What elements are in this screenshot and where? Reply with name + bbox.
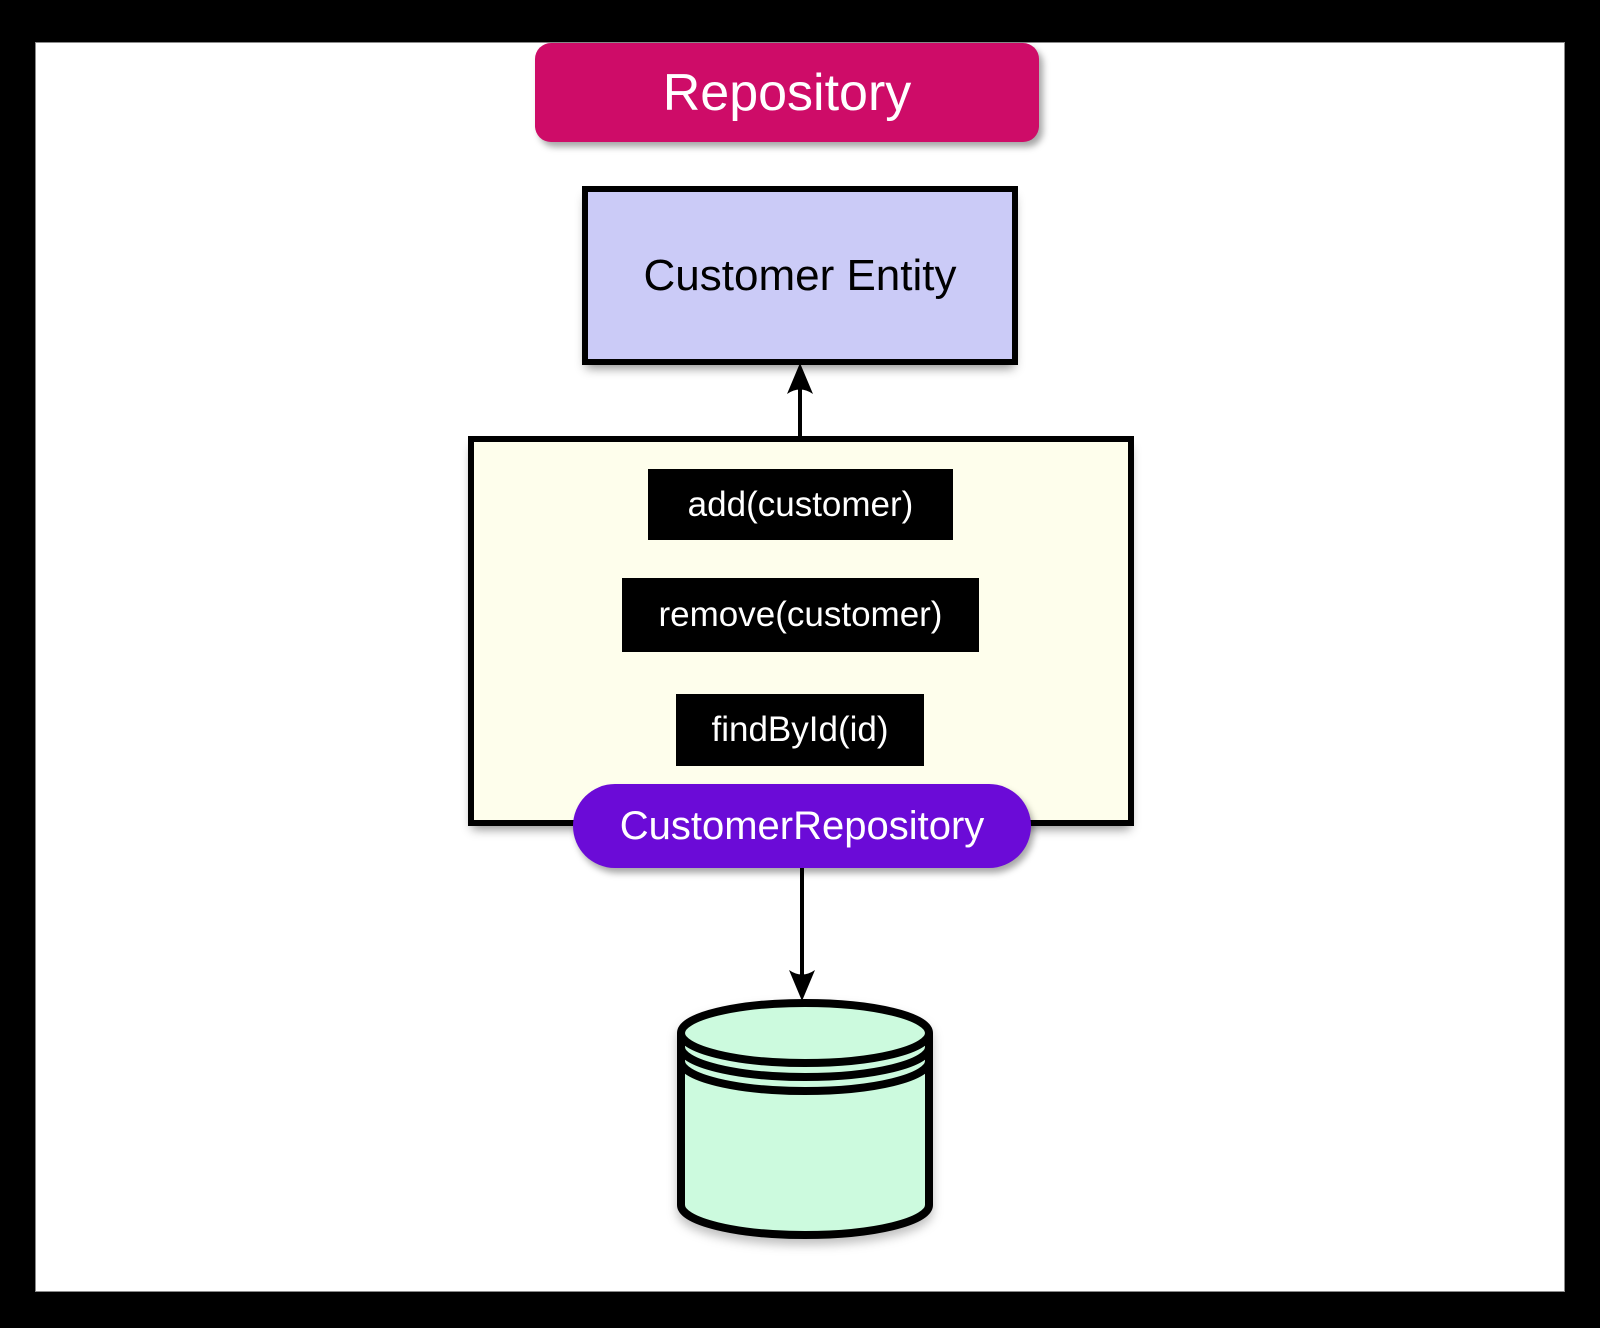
customer-entity-box: Customer Entity <box>582 186 1018 365</box>
customer-entity-label: Customer Entity <box>643 250 957 300</box>
method-findbyid: findById(id) <box>676 694 924 766</box>
database-cylinder-icon <box>677 999 933 1239</box>
customer-repository-badge: CustomerRepository <box>573 784 1031 868</box>
method-add-label: add(customer) <box>687 484 914 524</box>
repository-title-badge: Repository <box>535 43 1039 142</box>
diagram-canvas: Repository Customer Entity add(customer)… <box>35 42 1565 1292</box>
customer-repository-label: CustomerRepository <box>619 803 985 848</box>
method-remove-label: remove(customer) <box>658 595 943 634</box>
arrow-up-icon <box>787 363 813 436</box>
method-add: add(customer) <box>648 469 953 540</box>
method-findbyid-label: findById(id) <box>711 710 889 749</box>
method-remove: remove(customer) <box>622 578 979 652</box>
arrow-down-icon <box>789 866 815 1001</box>
repository-title-label: Repository <box>662 63 912 122</box>
